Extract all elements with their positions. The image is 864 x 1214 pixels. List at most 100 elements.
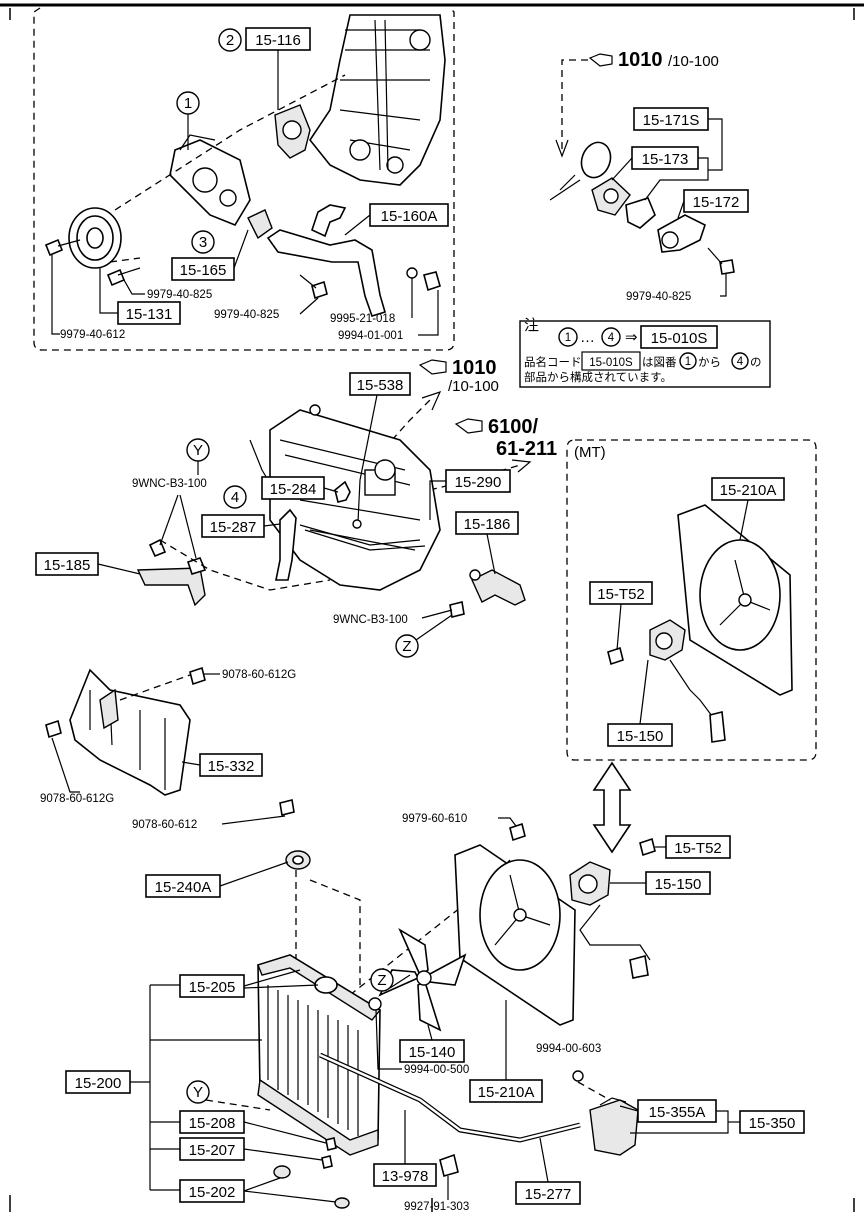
callout-2: 2 <box>218 28 242 52</box>
label-15-186: 15-186 <box>455 511 519 535</box>
label-15-202: 15-202 <box>179 1179 245 1203</box>
svg-text:15-200: 15-200 <box>75 1075 122 1092</box>
label-15-T52: 15-T52 <box>665 835 731 859</box>
gasket-15-116 <box>274 104 311 159</box>
pulley-15-131 <box>68 207 122 269</box>
label-15-T52-mt: 15-T52 <box>589 581 653 605</box>
svg-text:Z: Z <box>402 638 411 655</box>
svg-text:15-355A: 15-355A <box>649 1104 706 1121</box>
label-15-150-mt: 15-150 <box>607 723 673 747</box>
mount-15-202-b <box>334 1197 350 1209</box>
bolt-icon-thermo <box>719 259 735 275</box>
svg-text:15-173: 15-173 <box>642 151 689 168</box>
thermostat-valve <box>625 197 656 229</box>
svg-text:1010: 1010 <box>452 357 497 379</box>
svg-text:は図番: は図番 <box>642 356 677 369</box>
bolt-icon-9979-60-610 <box>509 822 526 842</box>
svg-text:15-116: 15-116 <box>255 32 301 49</box>
svg-text:15-010S: 15-010S <box>651 330 708 347</box>
svg-text:15-290: 15-290 <box>455 474 502 491</box>
hose-15-287 <box>275 508 297 581</box>
fan-shroud-15-210A <box>454 844 576 1026</box>
svg-text:15-171S: 15-171S <box>643 112 700 129</box>
svg-text:15-205: 15-205 <box>189 979 236 996</box>
svg-text:から: から <box>698 356 721 369</box>
callout-4: 4 <box>223 485 247 509</box>
bolt-label-9979-40-825-r: 9979-40-825 <box>626 291 691 303</box>
svg-text:部品から構成されています。: 部品から構成されています。 <box>524 370 672 384</box>
bushing-15-240A <box>285 850 311 870</box>
label-15-350: 15-350 <box>739 1110 805 1134</box>
callout-y-bottom: Y <box>186 1080 210 1104</box>
svg-text:注: 注 <box>524 317 539 334</box>
svg-text:15-165: 15-165 <box>180 262 227 279</box>
interchange-arrow <box>592 761 632 854</box>
svg-text:15-185: 15-185 <box>44 557 91 574</box>
svg-text:Y: Y <box>193 1084 203 1101</box>
label-15-171S: 15-171S <box>633 107 709 131</box>
svg-text:6100/: 6100/ <box>488 416 538 438</box>
drain-15-208 <box>325 1137 337 1151</box>
svg-text:15-172: 15-172 <box>693 194 740 211</box>
hose-15-185 <box>136 538 207 607</box>
callout-y-top: Y <box>186 438 210 462</box>
ref-1010-top: 1010 /10-100 <box>588 49 719 71</box>
svg-text:Z: Z <box>377 972 386 989</box>
svg-text:15-284: 15-284 <box>270 481 317 498</box>
label-15-207: 15-207 <box>179 1137 245 1161</box>
bolt-label-9078-60-612: 9078-60-612 <box>132 819 197 831</box>
label-15-208: 15-208 <box>179 1110 245 1134</box>
bolt-label-9995-21-018: 9995-21-018 <box>330 313 395 325</box>
svg-text:2: 2 <box>226 32 234 49</box>
svg-text:15-010S: 15-010S <box>589 357 633 369</box>
label-15-210A-mt: 15-210A <box>711 477 785 501</box>
label-13-978: 13-978 <box>373 1163 437 1187</box>
svg-text:4: 4 <box>737 356 744 368</box>
label-15-332: 15-332 <box>199 753 263 777</box>
label-15-290: 15-290 <box>445 469 511 493</box>
svg-text:…: … <box>580 329 595 346</box>
thermostat-15-173 <box>591 177 631 216</box>
radiator-15-200 <box>257 954 382 1156</box>
label-15-205: 15-205 <box>179 974 245 998</box>
label-15-140: 15-140 <box>399 1039 465 1063</box>
label-15-150: 15-150 <box>645 871 711 895</box>
bolt-label-9wnc-bottom: 9WNC-B3-100 <box>333 614 408 626</box>
svg-text:4: 4 <box>231 489 239 506</box>
svg-text:61-211: 61-211 <box>496 438 557 460</box>
svg-text:15-T52: 15-T52 <box>597 586 645 603</box>
bolt-label-9078-top: 9078-60-612G <box>222 669 296 681</box>
callout-3: 3 <box>191 230 215 254</box>
label-15-210A: 15-210A <box>469 1079 543 1103</box>
grommet-9994-00-603 <box>572 1070 584 1082</box>
label-15-240A: 15-240A <box>145 874 221 898</box>
ref-1010-mid: 1010 /10-100 <box>418 357 499 395</box>
svg-text:15-208: 15-208 <box>189 1115 236 1132</box>
svg-text:15-277: 15-277 <box>525 1186 572 1203</box>
clip-9927-91-303 <box>439 1153 459 1177</box>
callout-z-bottom: Z <box>370 968 394 992</box>
bolt-label-9994-00-500: 9994-00-500 <box>404 1064 469 1076</box>
fan-motor-15-150 <box>569 861 651 979</box>
svg-text:1: 1 <box>184 95 192 112</box>
label-15-287: 15-287 <box>201 514 265 538</box>
thermostat-gasket <box>549 141 612 201</box>
svg-text:品名コード: 品名コード <box>524 355 582 369</box>
svg-text:Y: Y <box>193 442 203 459</box>
hose-15-284 <box>334 480 351 503</box>
svg-text:15-240A: 15-240A <box>155 879 212 896</box>
thermostat-cover-15-172 <box>657 214 706 253</box>
hose-15-186 <box>471 569 526 606</box>
label-15-172: 15-172 <box>683 189 749 213</box>
svg-text:/10-100: /10-100 <box>448 378 499 395</box>
fan-shroud-mt <box>677 504 793 696</box>
svg-text:15-210A: 15-210A <box>478 1084 535 1101</box>
bolt-label-9979-40-612: 9979-40-612 <box>60 329 125 341</box>
note-box: 注 1 … 4 ⇒ 15-010S 品名コード 15-010S は図番 1 から… <box>519 317 771 388</box>
svg-text:1: 1 <box>565 332 571 344</box>
water-pipe-15-160A <box>266 204 386 317</box>
svg-text:15-210A: 15-210A <box>720 482 777 499</box>
svg-text:15-160A: 15-160A <box>381 208 438 225</box>
svg-text:15-150: 15-150 <box>655 876 702 893</box>
bolt-icon-mt <box>607 646 624 666</box>
